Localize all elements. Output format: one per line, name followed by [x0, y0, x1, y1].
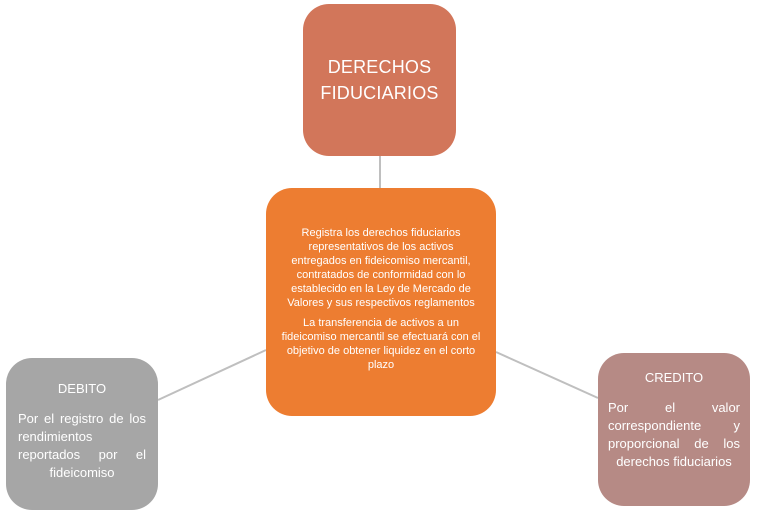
- node-debito: DEBITO Por el registro de los rendimient…: [6, 358, 158, 510]
- debito-heading: DEBITO: [57, 381, 107, 396]
- credito-body: Por el valor correspondiente y proporcio…: [608, 400, 740, 469]
- top-node-title-line2: FIDUCIARIOS: [320, 83, 439, 103]
- node-center-description: Registra los derechos fiduciarios repres…: [266, 188, 496, 416]
- top-node-title-line1: DERECHOS: [327, 57, 432, 77]
- credito-heading: CREDITO: [644, 370, 704, 385]
- connector-right: [495, 351, 599, 399]
- center-paragraph-1: Registra los derechos fiduciarios repres…: [287, 227, 475, 309]
- node-credito: CREDITO Por el valor correspondiente y p…: [598, 353, 750, 506]
- node-derechos-fiduciarios: DERECHOS FIDUCIARIOS: [303, 4, 456, 156]
- center-paragraph-2: La transferencia de activos a un fideico…: [281, 317, 481, 371]
- debito-body: Por el registro de los rendimientos repo…: [18, 411, 146, 480]
- connector-left: [157, 349, 267, 401]
